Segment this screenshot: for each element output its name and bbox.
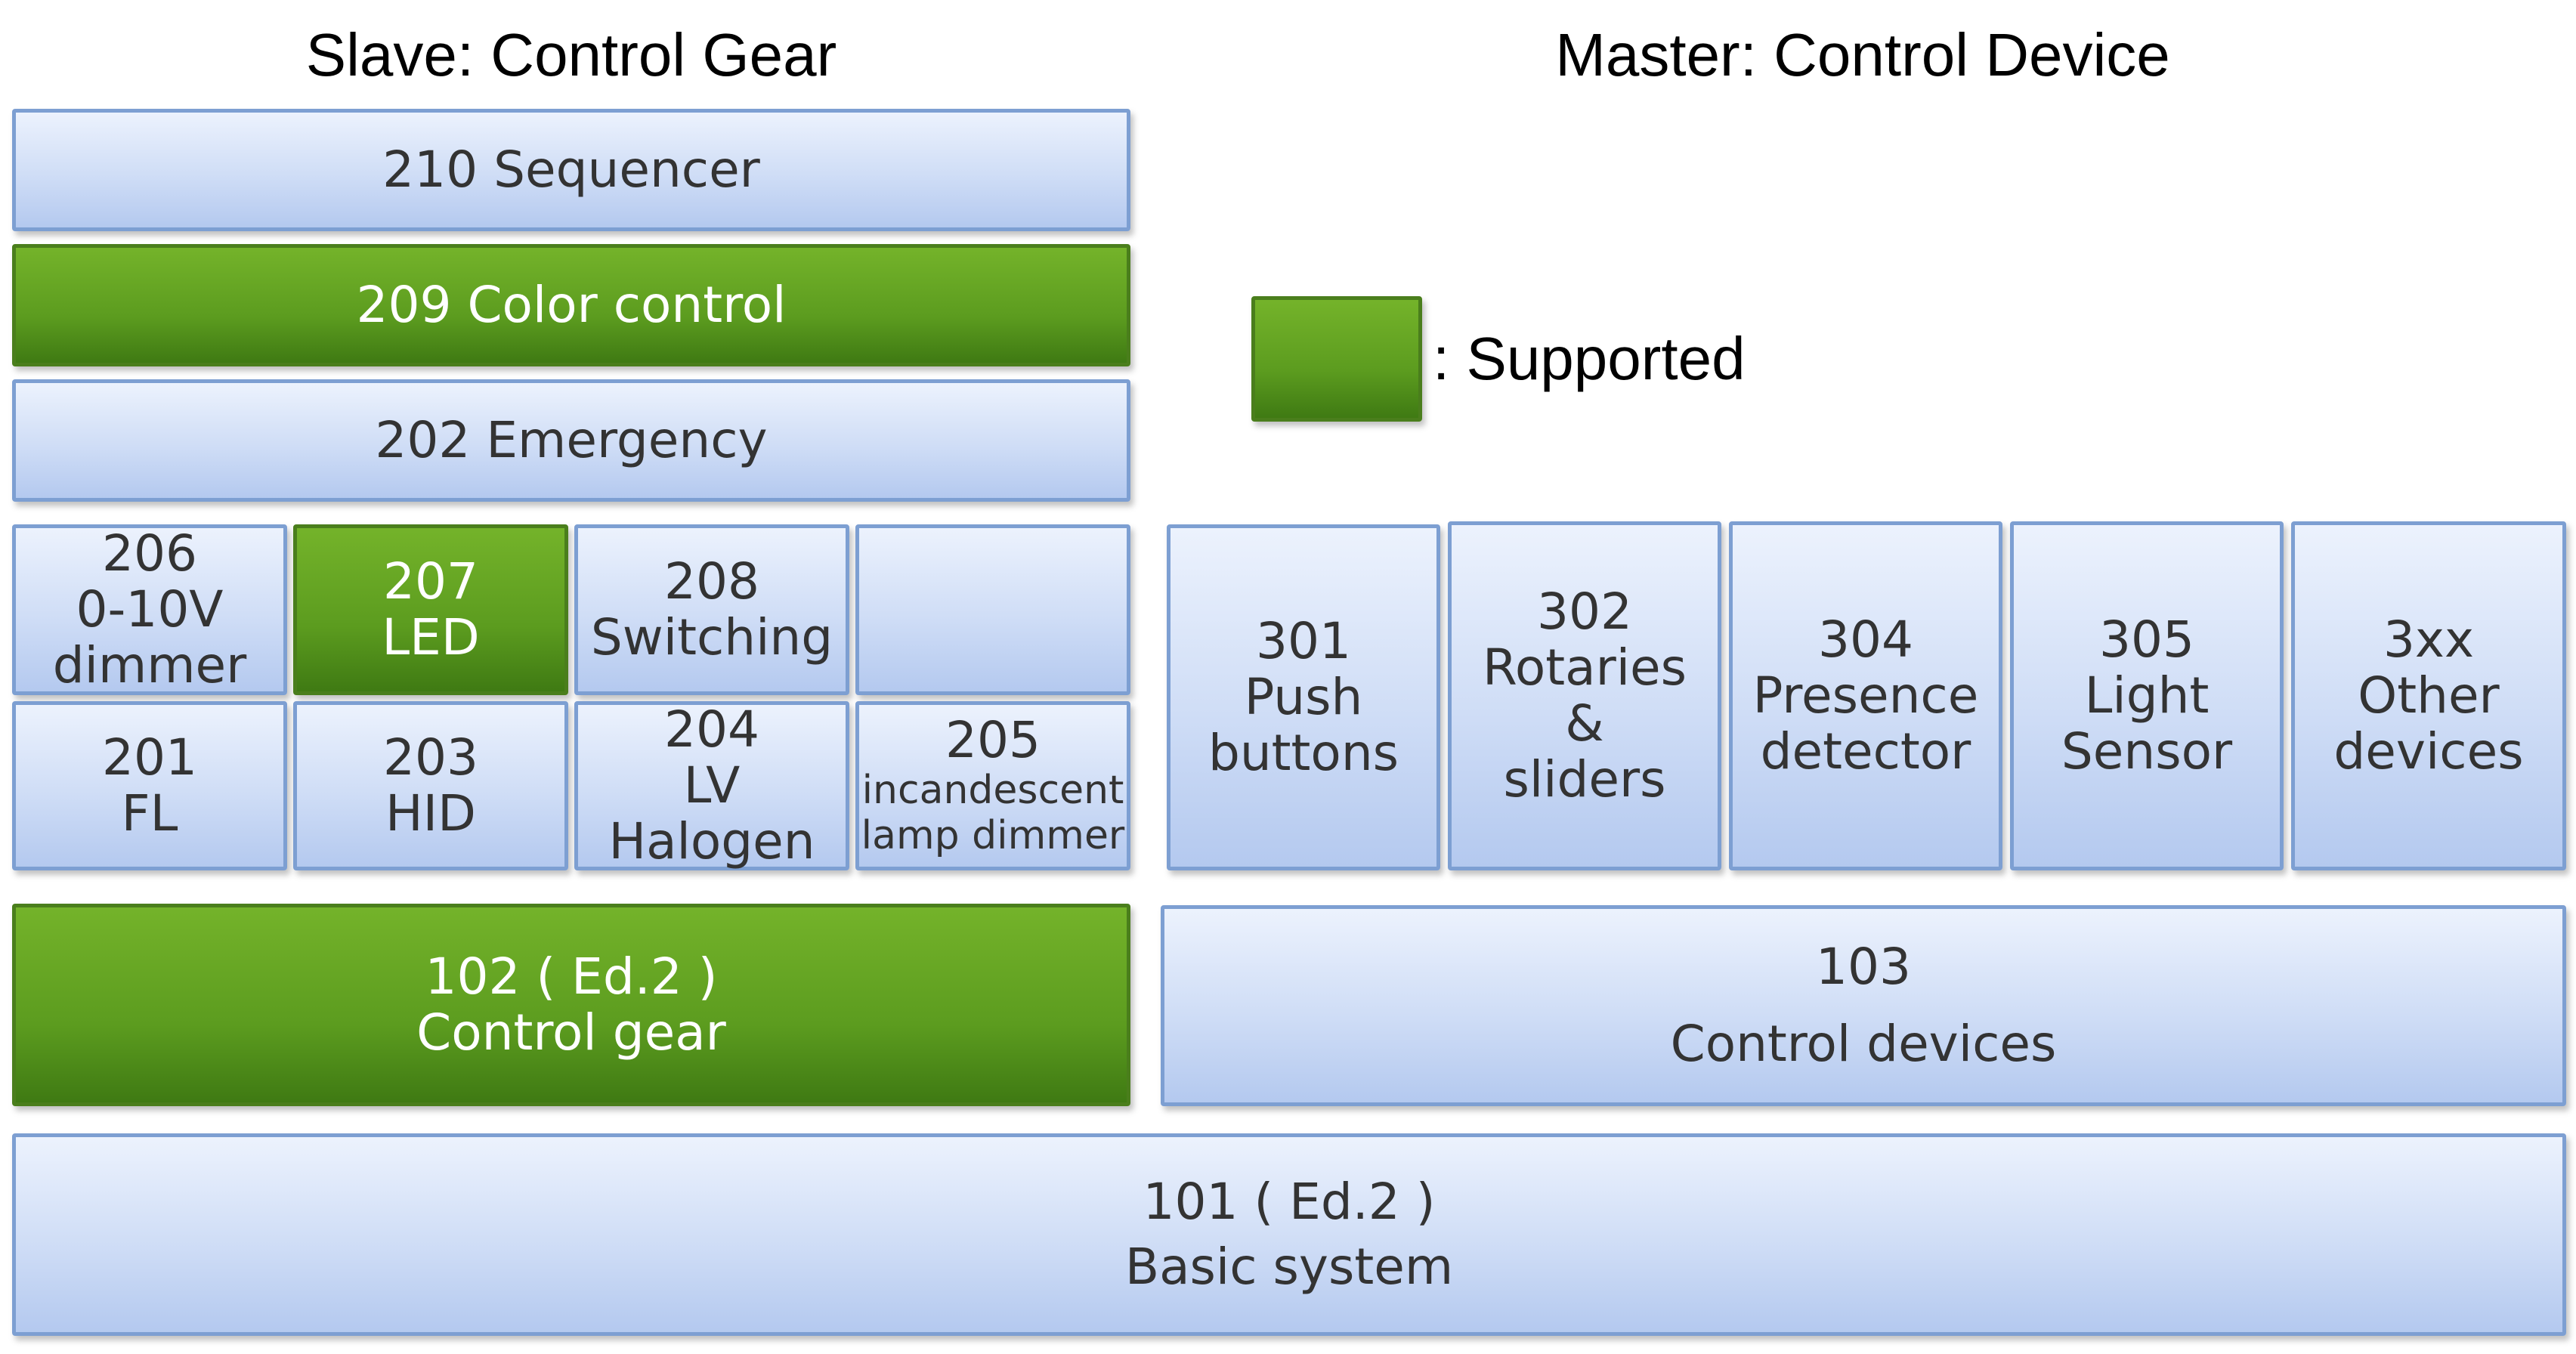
block-204-line-1: 204 [664,700,759,759]
block-201-line-1: 201 [102,728,197,787]
block-302-line-1: 302 [1537,583,1632,641]
block-101-line-2: Basic system [1124,1238,1454,1296]
block-206-line-2: 0-10V [76,580,224,639]
master-header: Master: Control Device [1555,21,2170,88]
legend-supported-swatch [1251,296,1422,422]
block-103-line-2: Control devices [1670,1015,2057,1073]
block-203-line-1: 203 [383,728,478,787]
block-208-line-2: Switching [590,608,833,666]
block-204-line-3: Halogen [608,811,815,870]
block-206-line-3: dimmer [52,635,247,694]
legend-supported-label: : Supported [1433,325,1746,392]
block-305-line-1: 305 [2099,611,2194,669]
block-304-presence-detector: 304 Presence detector [1729,521,2002,870]
block-101-line-1: 101 ( Ed.2 ) [1143,1173,1436,1232]
block-201-line-2: FL [121,784,178,842]
block-210-line-1: 210 Sequencer [382,141,760,199]
block-3xx-line-3: devices [2333,722,2524,781]
block-209-line-1: 209 Color control [356,276,787,335]
block-3xx-line-2: Other [2358,666,2500,725]
block-empty [855,524,1130,695]
block-3xx-other-devices: 3xx Other devices [2291,521,2566,870]
block-207-line-2: LED [382,608,480,666]
block-102-line-2: Control gear [416,1003,726,1062]
block-207-line-1: 207 [383,552,478,611]
block-3xx-line-1: 3xx [2383,611,2475,669]
block-202-emergency: 202 Emergency [12,379,1130,502]
block-103-line-1: 103 [1816,938,1911,997]
block-206-dimmer: 206 0-10V dimmer [12,524,287,695]
block-210-sequencer: 210 Sequencer [12,109,1130,231]
block-205-line-1: 205 [945,711,1041,770]
block-201-fl: 201 FL [12,701,287,870]
slave-header: Slave: Control Gear [305,21,837,88]
block-205-line-3: lamp dimmer [861,812,1125,858]
block-301-line-2: Push [1244,668,1363,727]
block-204-line-2: LV [683,756,741,815]
block-304-line-2: Presence [1752,666,1979,725]
block-305-line-3: Sensor [2061,722,2233,781]
block-208-switching: 208 Switching [574,524,849,695]
block-207-led: 207 LED [293,524,568,695]
block-204-lv-halogen: 204 LV Halogen [574,701,849,870]
block-304-line-3: detector [1760,722,1971,781]
block-208-line-1: 208 [664,552,759,611]
block-304-line-1: 304 [1818,611,1913,669]
block-102-control-gear: 102 ( Ed.2 ) Control gear [12,904,1130,1106]
block-209-color-control: 209 Color control [12,244,1130,366]
block-302-line-3: & [1565,694,1604,753]
block-206-line-1: 206 [102,524,197,583]
block-102-line-1: 102 ( Ed.2 ) [425,947,718,1006]
block-101-basic-system: 101 ( Ed.2 ) Basic system [12,1133,2566,1336]
block-205-line-2: incandescent [861,768,1124,814]
block-302-rotaries-sliders: 302 Rotaries & sliders [1448,521,1721,870]
block-301-line-1: 301 [1256,612,1351,671]
block-305-light-sensor: 305 Light Sensor [2010,521,2284,870]
block-202-line-1: 202 Emergency [375,411,768,470]
block-302-line-2: Rotaries [1482,638,1687,697]
block-203-line-2: HID [385,784,476,842]
block-203-hid: 203 HID [293,701,568,870]
block-205-incandescent: 205 incandescent lamp dimmer [855,701,1130,870]
block-301-line-3: buttons [1208,723,1399,782]
block-301-push-buttons: 301 Push buttons [1167,524,1440,870]
block-103-control-devices: 103 Control devices [1161,905,2566,1106]
block-305-line-2: Light [2084,666,2210,725]
block-302-line-4: sliders [1503,750,1666,808]
